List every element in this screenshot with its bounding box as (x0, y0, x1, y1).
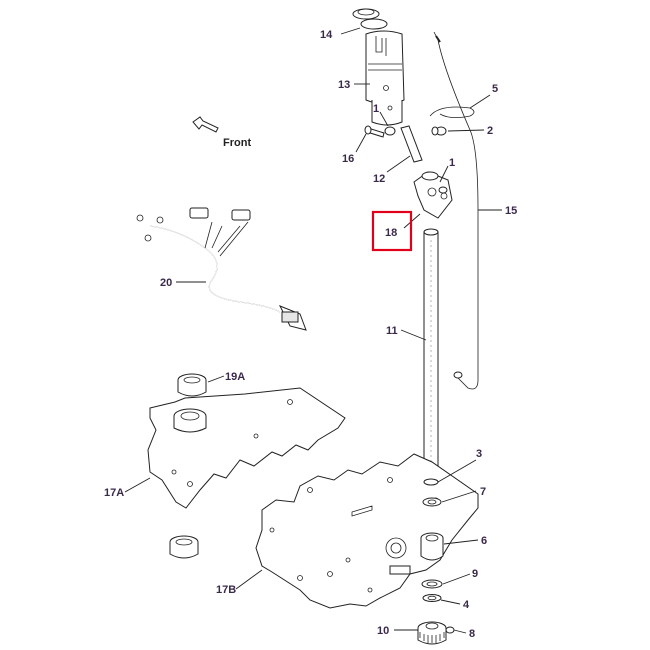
callout-17b: 17B (216, 584, 236, 596)
callout-1-lower: 1 (449, 157, 455, 169)
callout-10: 10 (377, 625, 389, 637)
callout-4: 4 (463, 599, 470, 611)
callout-5: 5 (492, 83, 498, 95)
part-20-wire-harness (136, 207, 307, 331)
part-1-bolt-upper (384, 126, 396, 136)
part-19a-bushing-lower (169, 535, 199, 559)
part-13-column-tube (365, 30, 405, 126)
part-3-spacer (423, 478, 439, 486)
callout-15: 15 (505, 205, 517, 217)
callout-8: 8 (469, 628, 475, 640)
part-18-universal-joint (413, 171, 453, 219)
callout-16: 16 (342, 153, 354, 165)
callout-17a: 17A (104, 487, 124, 499)
leader-lines (124, 27, 502, 634)
part-14-nut (352, 8, 380, 20)
callout-20: 20 (160, 277, 172, 289)
part-15-cable (433, 31, 479, 390)
callout-14: 14 (320, 29, 333, 41)
callout-12: 12 (373, 173, 385, 185)
part-16-bolt (364, 125, 385, 138)
callout-11: 11 (386, 325, 398, 337)
part-8-nut (445, 626, 455, 634)
callout-13: 13 (338, 79, 350, 91)
callout-19a: 19A (225, 371, 245, 383)
callout-3: 3 (476, 448, 482, 460)
callout-9: 9 (472, 568, 478, 580)
highlight-box (371, 210, 413, 252)
part-17b-plate (255, 453, 479, 609)
callout-6: 6 (481, 535, 487, 547)
part-19a-bushing-mid (173, 408, 207, 433)
front-label: Front (223, 137, 251, 149)
part-14-washer (360, 18, 388, 30)
part-4-washer (422, 594, 442, 602)
part-6-bushing (420, 532, 444, 561)
front-arrow-icon (192, 116, 219, 133)
part-12-pin (400, 125, 423, 163)
part-19a-bushing-upper (177, 373, 207, 397)
part-11-shaft (423, 228, 439, 481)
part-7-washer (422, 497, 442, 507)
callout-2: 2 (487, 125, 493, 137)
part-10-gear (417, 621, 447, 645)
callout-1-upper: 1 (373, 103, 379, 115)
part-9-washer (421, 579, 443, 589)
part-5-clip (429, 106, 475, 118)
callout-18: 18 (385, 227, 397, 239)
part-2-nut (431, 126, 447, 136)
callout-7: 7 (480, 486, 486, 498)
